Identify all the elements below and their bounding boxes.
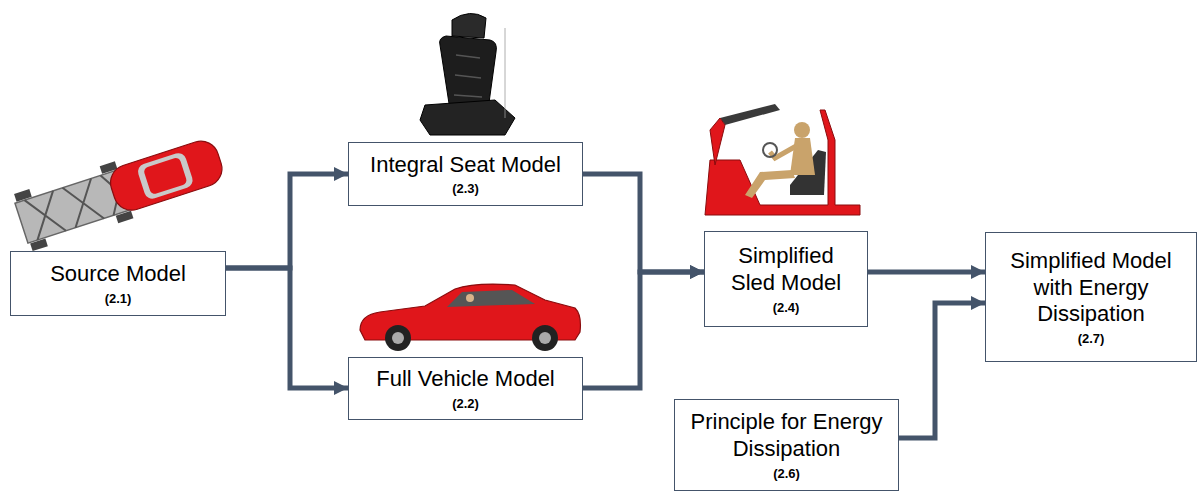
sled-illustration <box>705 104 860 215</box>
flow-arrow <box>583 272 704 388</box>
flow-arrow <box>226 174 348 268</box>
seat-illustration <box>420 13 515 135</box>
process-box: Simplified Sled Model (2.4) <box>704 231 868 327</box>
process-box: Simplified Model with Energy Dissipation… <box>985 232 1197 362</box>
section-number: (2.6) <box>773 466 800 481</box>
flow-arrow <box>868 270 985 275</box>
box-title: Full Vehicle Model <box>376 366 555 393</box>
car-top-illustration <box>106 136 227 214</box>
section-number: (2.1) <box>105 291 132 306</box>
sedan-illustration <box>360 284 580 351</box>
box-title: Simplified Sled Model <box>715 243 857 297</box>
flow-arrow <box>899 303 985 438</box>
flow-arrow <box>583 174 704 272</box>
section-number: (2.7) <box>1078 331 1105 346</box>
section-number: (2.4) <box>773 300 800 315</box>
process-box: Source Model (2.1) <box>10 251 226 316</box>
box-title: Principle for Energy Dissipation <box>685 409 888 463</box>
process-box: Integral Seat Model (2.3) <box>348 142 583 206</box>
flow-arrow <box>226 268 348 388</box>
process-box: Principle for Energy Dissipation (2.6) <box>674 399 899 491</box>
process-box: Full Vehicle Model (2.2) <box>348 357 583 420</box>
section-number: (2.2) <box>452 396 479 411</box>
box-title: Source Model <box>50 261 186 288</box>
section-number: (2.3) <box>452 181 479 196</box>
box-title: Integral Seat Model <box>370 152 561 179</box>
box-title: Simplified Model with Energy Dissipation <box>996 248 1186 328</box>
